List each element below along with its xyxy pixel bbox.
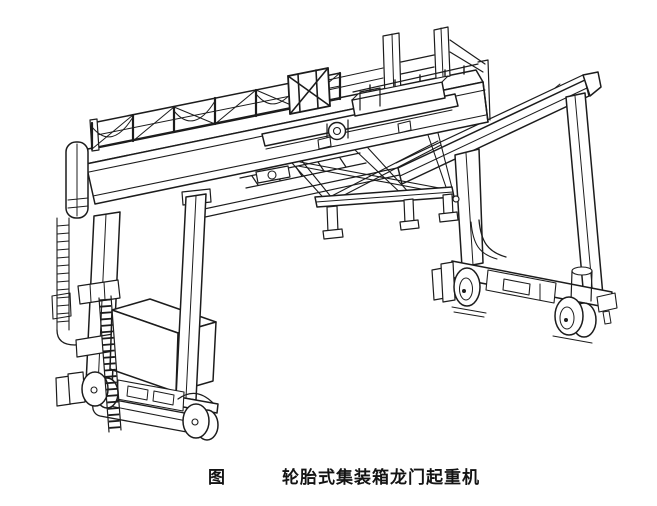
twist-lock-flippers — [322, 193, 460, 240]
container-spreader — [255, 132, 460, 240]
figure-title: 轮胎式集装箱龙门起重机 — [282, 468, 480, 487]
access-ladder-upper — [51, 217, 90, 346]
left-support-structure — [51, 141, 219, 441]
figure-label: 图 — [208, 468, 226, 487]
trolley-hoist-unit — [261, 67, 459, 150]
rubber-tires-left — [55, 371, 219, 441]
access-ladder-main — [98, 295, 122, 433]
leg-platform — [77, 279, 121, 305]
left-front-tire — [182, 403, 210, 439]
end-platform-railing — [327, 26, 486, 100]
sheave-block — [255, 165, 291, 184]
right-portal-frame — [395, 71, 613, 309]
right-front-tire — [453, 267, 481, 307]
hoist-drum — [327, 121, 347, 141]
right-rear-tire — [554, 296, 584, 336]
rubber-tires-right — [431, 261, 618, 344]
left-rear-tire — [81, 371, 109, 407]
figure-caption-row: 图 轮胎式集装箱龙门起重机 — [0, 467, 657, 489]
